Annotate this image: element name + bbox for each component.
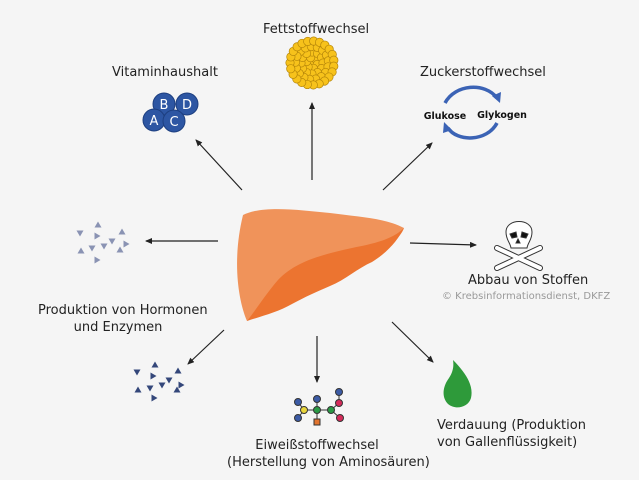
hormone-triangle bbox=[151, 361, 159, 368]
vitamin-d: D bbox=[182, 98, 192, 113]
label-bile: Verdauung (Produktion von Gallenflüssigk… bbox=[437, 417, 586, 451]
hormone-triangle bbox=[133, 369, 141, 376]
hormone-triangle bbox=[174, 367, 182, 374]
fat-globule-icon bbox=[285, 36, 339, 90]
arrow-to-sugar bbox=[382, 142, 433, 191]
hormone-triangle bbox=[108, 238, 116, 245]
arrow-to-hormones-bottom bbox=[187, 329, 225, 365]
label-hormones-line1: Produktion von Hormonen bbox=[38, 303, 208, 318]
hormone-triangle bbox=[146, 385, 154, 392]
hormone-triangle bbox=[76, 230, 84, 237]
credit-text: © Krebsinformationsdienst, DKFZ bbox=[442, 291, 611, 302]
arrow-to-bile bbox=[391, 321, 434, 363]
glycogen-label: Glykogen bbox=[477, 110, 527, 121]
label-bile-line1: Verdauung (Produktion bbox=[437, 418, 586, 433]
label-fat: Fettstoffwechsel bbox=[263, 22, 370, 37]
hormone-triangle bbox=[77, 247, 85, 254]
hormone-triangle bbox=[94, 221, 102, 228]
hormone-triangle bbox=[151, 394, 158, 402]
fat-droplet bbox=[286, 64, 296, 74]
hormone-triangle bbox=[178, 381, 185, 389]
arrow-to-detox bbox=[409, 241, 477, 248]
hormone-triangle bbox=[165, 377, 173, 384]
hormone-triangle bbox=[158, 382, 166, 389]
hormone-triangle bbox=[94, 232, 101, 240]
label-detox: Abbau von Stoffen bbox=[468, 273, 589, 288]
label-bile-line2: von Gallenflüssigkeit) bbox=[437, 435, 578, 450]
vitamin-b: B bbox=[160, 98, 169, 113]
label-vitamins: Vitaminhaushalt bbox=[112, 65, 218, 80]
hormone-triangle bbox=[173, 386, 181, 393]
arrow-to-vitamins bbox=[195, 139, 243, 191]
hormone-triangle bbox=[118, 228, 126, 235]
hormone-triangle bbox=[88, 245, 96, 252]
glucose-glycogen-cycle-icon: Glukose Glykogen bbox=[424, 85, 527, 140]
label-hormones: Produktion von Hormonen und Enzymen bbox=[38, 302, 208, 336]
label-hormones-line2: und Enzymen bbox=[73, 320, 163, 335]
hormone-triangle bbox=[116, 246, 124, 253]
hormone-triangle bbox=[94, 256, 101, 264]
liver-icon bbox=[237, 209, 404, 321]
vitamin-circles-icon: B D A C bbox=[142, 92, 199, 133]
amino-acid-molecule-icon bbox=[294, 388, 344, 426]
glucose-label: Glukose bbox=[424, 111, 467, 122]
label-sugar: Zuckerstoffwechsel bbox=[420, 65, 546, 80]
hormone-triangle bbox=[134, 386, 142, 393]
bile-drop-icon bbox=[443, 360, 472, 408]
hormone-triangles-icon bbox=[76, 221, 130, 264]
vitamin-a: A bbox=[150, 114, 159, 129]
hormone-triangles-icon-bottom bbox=[133, 361, 185, 402]
hormone-triangle bbox=[150, 372, 157, 380]
label-protein-line2: (Herstellung von Aminosäuren) bbox=[227, 455, 430, 470]
hormone-triangle bbox=[100, 243, 108, 250]
label-protein: Eiweißstoffwechsel (Herstellung von Amin… bbox=[227, 437, 430, 471]
skull-crossbones-icon bbox=[494, 221, 543, 271]
vitamin-c: C bbox=[169, 115, 178, 130]
label-protein-line1: Eiweißstoffwechsel bbox=[255, 438, 379, 453]
hormone-triangle bbox=[123, 240, 130, 248]
